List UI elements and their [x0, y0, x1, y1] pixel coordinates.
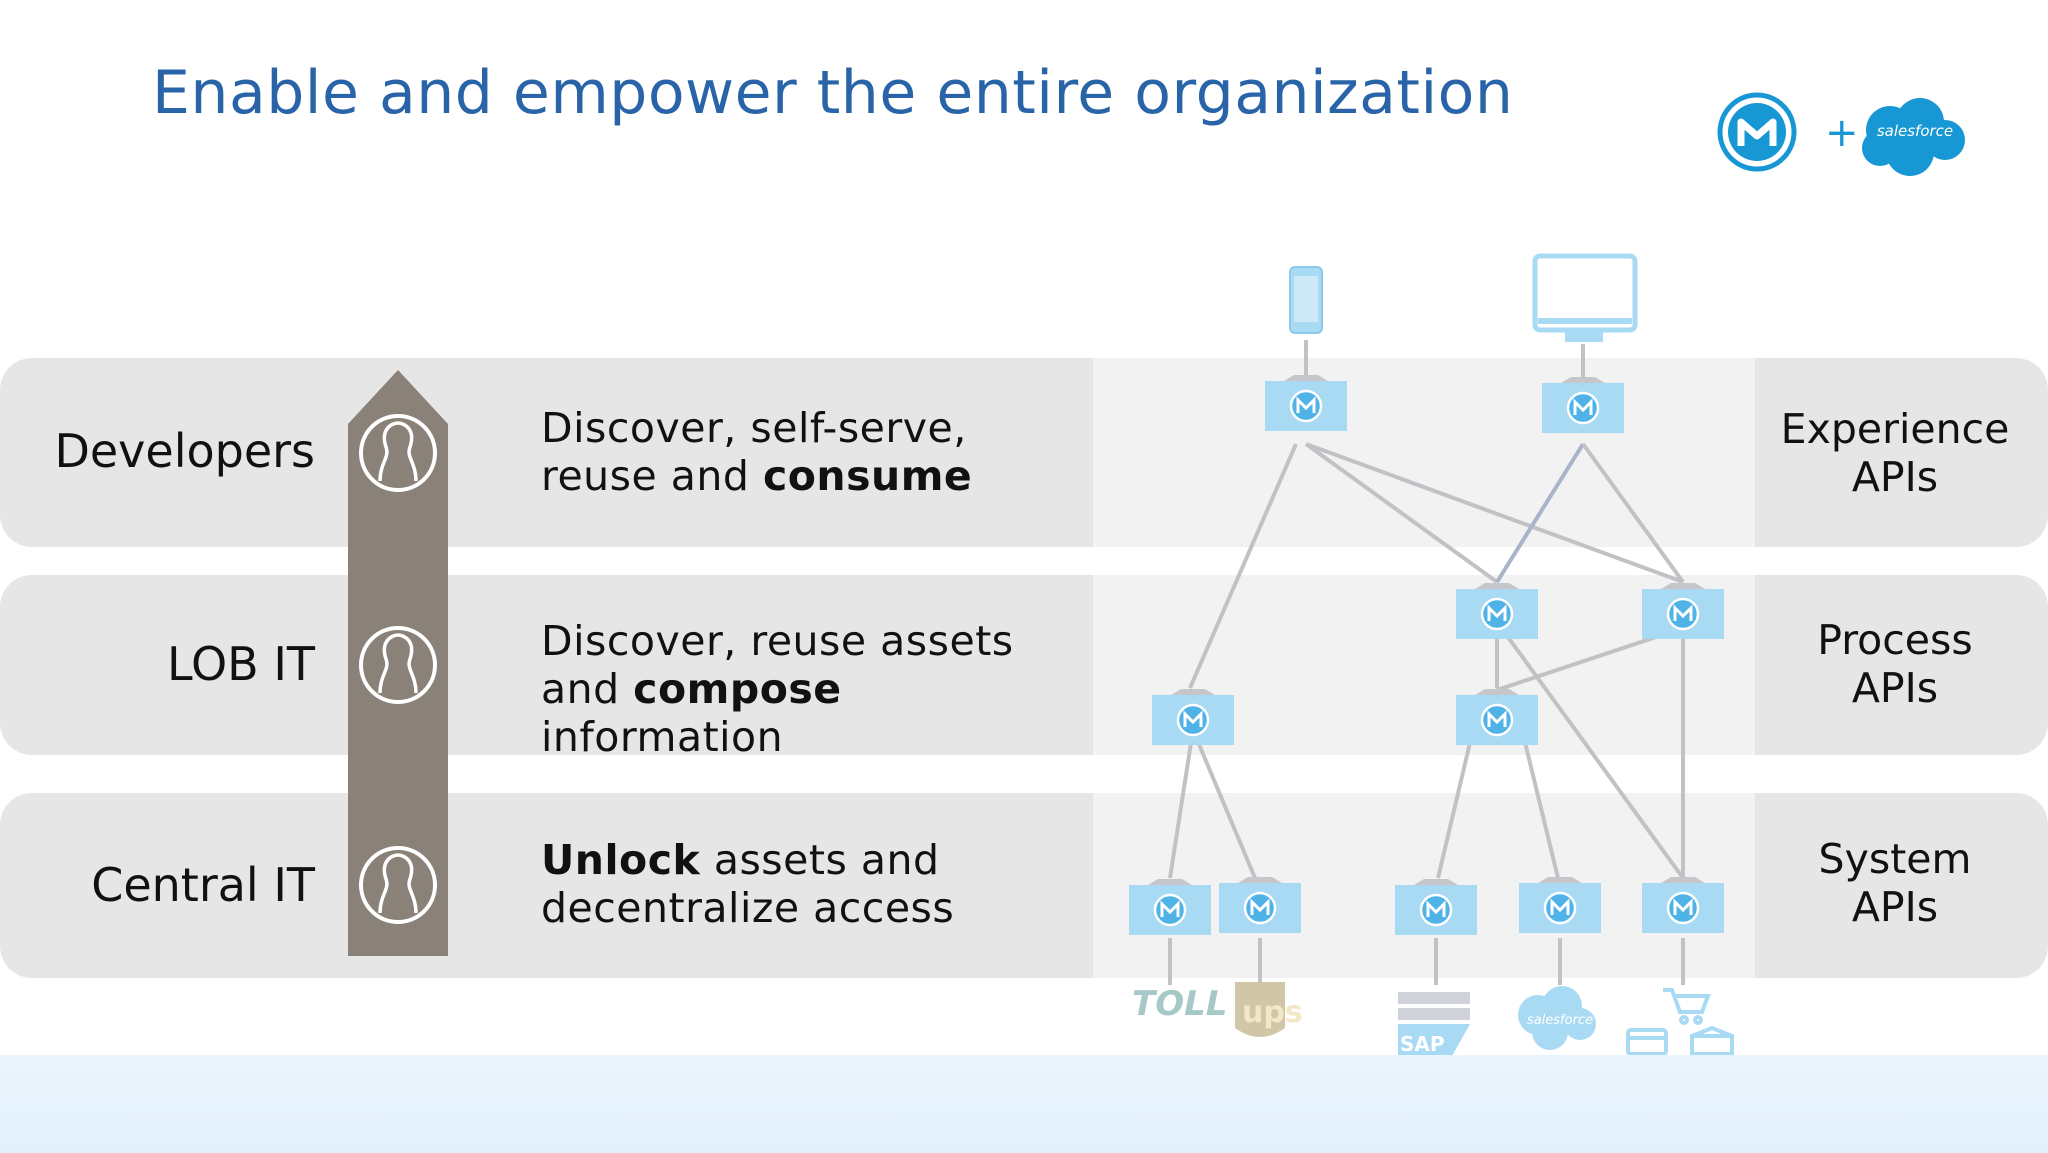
mulesoft-logo-icon	[1717, 92, 1797, 172]
role-central-it: Central IT	[91, 858, 315, 912]
api-node-process	[1642, 583, 1724, 639]
desc-text: and	[541, 665, 634, 713]
desc-developers: Discover, self-serve,reuse and consume	[541, 404, 972, 500]
desc-text: Discover, reuse assets	[541, 617, 1014, 665]
api-node-system	[1519, 877, 1601, 933]
desc-line: information	[541, 713, 1014, 761]
desc-line: Unlock assets and	[541, 836, 954, 884]
plus-sign: +	[1825, 110, 1859, 156]
api-label-line: APIs	[1851, 453, 1939, 501]
desc-text: assets and	[700, 836, 940, 884]
desc-emphasis: Unlock	[541, 836, 701, 884]
person-icon	[359, 846, 437, 924]
desc-text: decentralize access	[541, 884, 955, 932]
desc-line: decentralize access	[541, 884, 954, 932]
desc-line: Discover, self-serve,	[541, 404, 972, 452]
svg-text:salesforce: salesforce	[1527, 1013, 1593, 1028]
desc-emphasis: compose	[633, 665, 842, 713]
salesforce-cloud-logo: salesforce	[1518, 986, 1596, 1050]
api-node-process	[1456, 689, 1538, 745]
api-node-process	[1152, 689, 1234, 745]
toll-logo: TOLL	[1132, 984, 1227, 1024]
desc-text: Discover, self-serve,	[541, 404, 967, 452]
smartphone-icon	[1289, 266, 1323, 334]
desc-text: information	[541, 713, 784, 761]
page-title: Enable and empower the entire organizati…	[152, 58, 1514, 128]
commerce-icons	[1626, 988, 1734, 1056]
empowerment-arrow	[348, 370, 448, 956]
api-label-line: APIs	[1851, 664, 1939, 712]
api-label-line: System	[1818, 835, 1972, 883]
desc-emphasis: consume	[762, 452, 973, 500]
desktop-monitor-icon	[1532, 253, 1638, 342]
api-node-system	[1129, 879, 1211, 935]
api-label-line: Process	[1817, 616, 1973, 664]
desc-line: and compose	[541, 665, 1014, 713]
api-label-line: Experience	[1780, 405, 2010, 453]
salesforce-cloud-icon: salesforce	[1862, 98, 1965, 176]
api-network-diagram: TOLL ups SAP salesforce	[1129, 253, 1734, 1056]
person-icon	[359, 414, 437, 492]
api-node-experience	[1265, 375, 1347, 431]
api-node-system	[1395, 879, 1477, 935]
brand-logos: + salesforce	[1717, 92, 1965, 176]
svg-text:SAP: SAP	[1400, 1032, 1445, 1056]
desc-text: reuse and	[541, 452, 763, 500]
api-node-system	[1219, 877, 1301, 933]
desc-line: Discover, reuse assets	[541, 617, 1014, 665]
api-node-process	[1456, 583, 1538, 639]
role-developers: Developers	[54, 424, 315, 478]
api-node-experience	[1542, 377, 1624, 433]
api-label-line: APIs	[1851, 883, 1939, 931]
salesforce-logo-text: salesforce	[1877, 122, 1953, 140]
sap-logo: SAP	[1398, 992, 1470, 1056]
band-experience	[0, 358, 2048, 547]
role-lob-it: LOB IT	[166, 637, 315, 691]
bottom-gradient	[0, 1055, 2048, 1153]
desc-line: reuse and consume	[541, 452, 972, 500]
api-node-system	[1642, 877, 1724, 933]
ups-logo: ups	[1235, 982, 1303, 1037]
person-icon	[359, 626, 437, 704]
svg-text:ups: ups	[1242, 995, 1303, 1030]
